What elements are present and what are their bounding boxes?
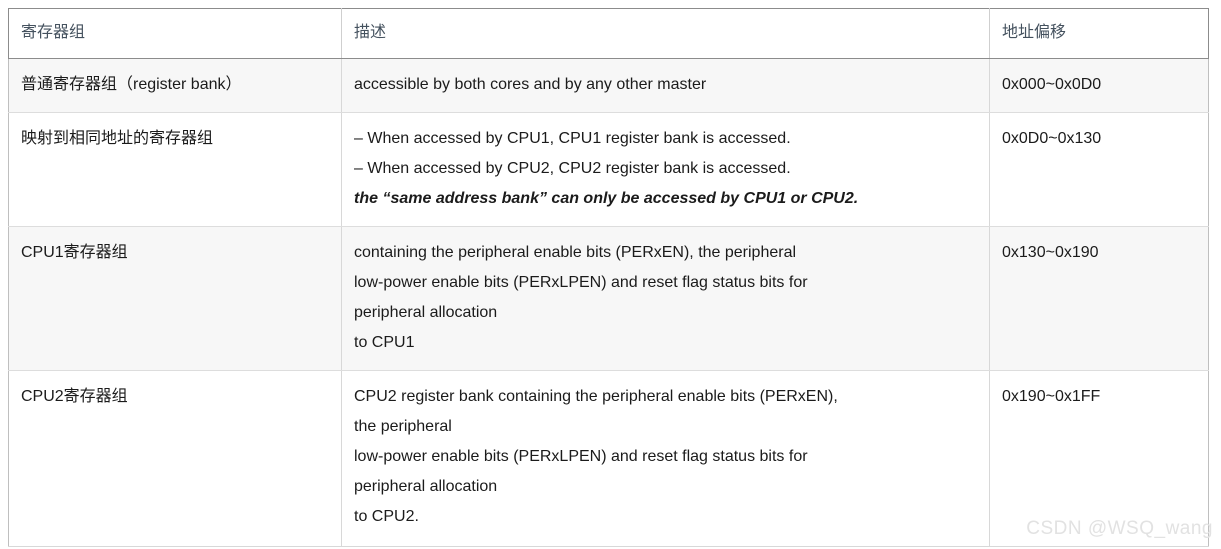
cell-register-group: 映射到相同地址的寄存器组 [8,112,342,227]
table-row: 普通寄存器组（register bank） accessible by both… [8,58,1209,113]
description-line: to CPU2. [354,508,419,525]
cell-register-group: CPU2寄存器组 [8,370,342,547]
description-line: peripheral allocation [354,478,498,495]
table-header-row: 寄存器组 描述 地址偏移 [8,8,1209,59]
table-body: 普通寄存器组（register bank） accessible by both… [8,58,1209,547]
cell-register-group: CPU1寄存器组 [8,226,342,371]
cell-address-offset: 0x190~0x1FF [989,370,1209,547]
description-line: CPU2 register bank containing the periph… [354,388,838,405]
cell-address-offset: 0x130~0x190 [989,226,1209,371]
table-row: 映射到相同地址的寄存器组 – When accessed by CPU1, CP… [8,112,1209,227]
description-line: the peripheral [354,418,452,435]
description-line: peripheral allocation [354,304,498,321]
description-line-emphasis: the “same address bank” can only be acce… [354,190,859,207]
cell-description: CPU2 register bank containing the periph… [341,370,990,547]
description-line: to CPU1 [354,334,415,351]
description-line: – When accessed by CPU1, CPU1 register b… [354,130,791,147]
column-header-description: 描述 [341,8,990,59]
table-row: CPU1寄存器组 containing the peripheral enabl… [8,226,1209,371]
cell-address-offset: 0x0D0~0x130 [989,112,1209,227]
cell-address-offset: 0x000~0x0D0 [989,58,1209,113]
cell-description: containing the peripheral enable bits (P… [341,226,990,371]
table-row: CPU2寄存器组 CPU2 register bank containing t… [8,370,1209,547]
register-bank-table-container: 寄存器组 描述 地址偏移 普通寄存器组（register bank） acces… [8,8,1209,547]
description-line: – When accessed by CPU2, CPU2 register b… [354,160,791,177]
description-line: low-power enable bits (PERxLPEN) and res… [354,448,808,465]
description-line: low-power enable bits (PERxLPEN) and res… [354,274,808,291]
cell-description: – When accessed by CPU1, CPU1 register b… [341,112,990,227]
table-header: 寄存器组 描述 地址偏移 [8,8,1209,59]
cell-description: accessible by both cores and by any othe… [341,58,990,113]
register-bank-table: 寄存器组 描述 地址偏移 普通寄存器组（register bank） acces… [8,8,1209,547]
cell-register-group: 普通寄存器组（register bank） [8,58,342,113]
column-header-register-group: 寄存器组 [8,8,342,59]
description-line: accessible by both cores and by any othe… [354,76,707,93]
column-header-address-offset: 地址偏移 [989,8,1209,59]
description-line: containing the peripheral enable bits (P… [354,244,797,261]
